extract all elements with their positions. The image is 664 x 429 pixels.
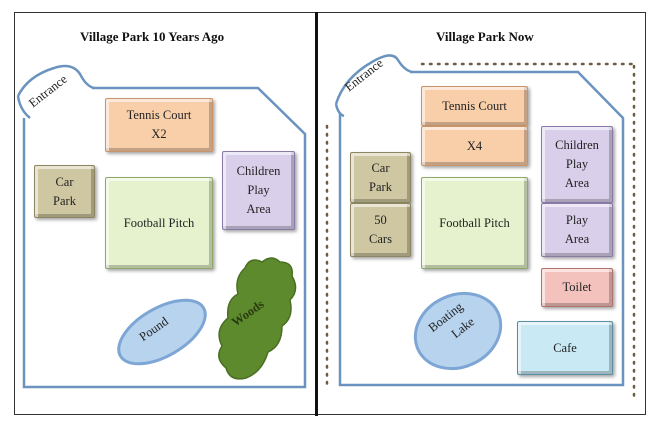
children-play-area-past: Children Play Area (222, 151, 295, 230)
car-capacity-unit: Cars (369, 232, 392, 246)
football-pitch-label: Football Pitch (123, 215, 195, 230)
children-play-area-now: Children Play Area (541, 126, 613, 203)
tennis-court-count: X4 (466, 138, 483, 153)
football-pitch-past: Football Pitch (105, 177, 213, 269)
children-label-1: Children (236, 164, 281, 178)
children-label-2: Play (247, 183, 270, 197)
play-area-now: Play Area (541, 203, 613, 257)
car-capacity-now: 50 Cars (350, 203, 411, 257)
tennis-court-now: Tennis Court (421, 86, 528, 126)
tennis-court-count-now: X4 (421, 126, 528, 166)
entrance-tab-past (16, 64, 95, 119)
toilet-now: Toilet (541, 268, 613, 307)
car-park-label-1: Car (55, 174, 74, 189)
tennis-court-label: Tennis Court (126, 108, 192, 122)
tennis-court-count: X2 (151, 127, 167, 141)
woods-shape (218, 257, 297, 380)
cafe-now: Cafe (517, 321, 613, 375)
children-label-1: Children (555, 138, 599, 152)
cafe-label: Cafe (553, 340, 577, 355)
children-label-2: Play (565, 157, 589, 171)
car-park-now: Car Park (350, 152, 411, 203)
car-capacity-number: 50 (374, 213, 387, 227)
children-label-3: Area (246, 202, 271, 216)
car-park-label-2: Park (369, 179, 392, 194)
football-pitch-label: Football Pitch (439, 215, 510, 230)
car-park-past: Car Park (34, 165, 95, 218)
tennis-court-label: Tennis Court (442, 98, 507, 113)
children-label-3: Area (564, 176, 590, 190)
pond-shape (117, 298, 207, 366)
toilet-label: Toilet (562, 280, 592, 294)
play-area-label-2: Area (564, 232, 590, 246)
entrance-tab-now (334, 54, 413, 118)
car-park-label-2: Park (53, 193, 76, 208)
boating-lake-shape (413, 291, 503, 371)
title-past: Village Park 10 Years Ago (80, 29, 225, 44)
title-now: Village Park Now (436, 29, 534, 44)
panel-divider (315, 12, 318, 416)
park-boundary-now (338, 70, 625, 387)
car-park-label-1: Car (371, 160, 390, 175)
park-boundary-past (22, 86, 307, 389)
tennis-court-past: Tennis Court X2 (105, 98, 213, 152)
football-pitch-now: Football Pitch (421, 177, 528, 269)
play-area-label-1: Play (565, 213, 589, 227)
